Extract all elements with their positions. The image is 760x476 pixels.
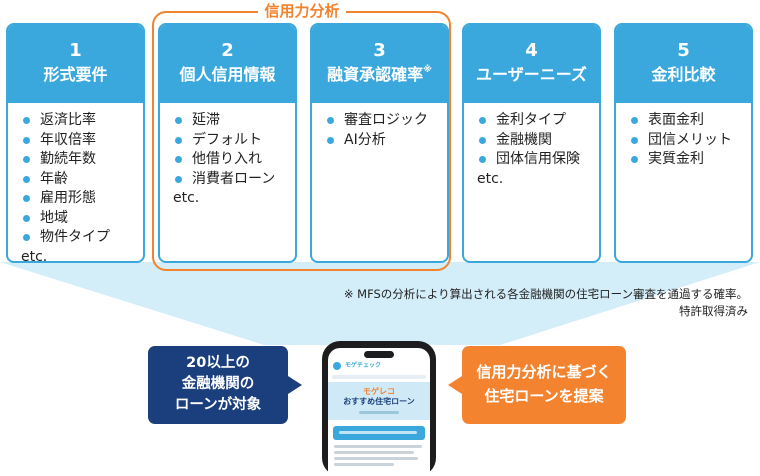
card-title: 形式要件	[43, 65, 108, 84]
hero-banner: モゲレコ おすすめ住宅ローン	[328, 382, 430, 420]
list-item: 年齢	[20, 170, 139, 190]
body-text-line	[334, 451, 414, 454]
patent-note: 特許取得済み	[679, 304, 748, 318]
body-text-line	[334, 457, 418, 460]
list-item: AI分析	[324, 131, 443, 151]
card-user-needs: 4 ユーザーニーズ 金利タイプ 金融機関 団体信用保険 etc.	[462, 23, 601, 263]
card-formal-requirements: 1 形式要件 返済比率 年収倍率 勤続年数 年齢 雇用形態 地域 物件タイプ e…	[6, 23, 145, 263]
list-item: 物件タイプ	[20, 228, 139, 248]
card-header: 2 個人信用情報	[160, 25, 295, 103]
body-text-line	[334, 445, 422, 448]
phone-screen: モゲチェック モゲレコ おすすめ住宅ローン	[328, 348, 430, 476]
card-body: 審査ロジック AI分析	[312, 103, 447, 150]
body-text-line	[334, 463, 394, 466]
list-item: デフォルト	[172, 131, 291, 151]
list-item: 審査ロジック	[324, 111, 443, 131]
app-header: モゲチェック	[328, 360, 430, 372]
card-number: 5	[677, 40, 690, 61]
card-header: 1 形式要件	[8, 25, 143, 103]
list-item: 団信メリット	[628, 131, 747, 151]
list-item: 団体信用保険	[476, 150, 595, 170]
etc-text: etc.	[21, 248, 48, 263]
card-body: 延滞 デフォルト 他借り入れ 消費者ローン etc.	[160, 103, 295, 209]
smartphone-mockup: モゲチェック モゲレコ おすすめ住宅ローン	[322, 341, 436, 476]
card-title: 個人信用情報	[179, 65, 276, 84]
card-loan-approval-probability: 3 融資承認確率※ 審査ロジック AI分析	[310, 23, 449, 263]
footnote-line: ※ MFSの分析により算出される各金融機関の住宅ローン審査を通過する確率。	[343, 287, 748, 301]
card-header: 4 ユーザーニーズ	[464, 25, 599, 103]
card-body: 金利タイプ 金融機関 団体信用保険 etc.	[464, 103, 599, 189]
list-item: 延滞	[172, 111, 291, 131]
list-item: 返済比率	[20, 111, 139, 131]
content-banner	[333, 426, 425, 440]
list-item: 勤続年数	[20, 150, 139, 170]
list-item: 金融機関	[476, 131, 595, 151]
card-number: 1	[69, 40, 82, 61]
card-title: ユーザーニーズ	[476, 65, 587, 84]
card-title: 融資承認確率※	[327, 65, 432, 84]
app-logo-icon	[333, 362, 341, 370]
hero-date	[359, 411, 399, 414]
card-number: 2	[221, 40, 234, 61]
proposal-callout: 信用力分析に基づく 住宅ローンを提案	[448, 346, 626, 424]
list-item: 金利タイプ	[476, 111, 595, 131]
card-header: 3 融資承認確率※	[312, 25, 447, 103]
list-item: 消費者ローン	[172, 170, 291, 190]
card-title: 金利比較	[651, 65, 716, 84]
list-item: 年収倍率	[20, 131, 139, 151]
list-item: 実質金利	[628, 150, 747, 170]
list-item: 雇用形態	[20, 189, 139, 209]
list-item: 表面金利	[628, 111, 747, 131]
card-number: 4	[525, 40, 538, 61]
footnote-mark: ※	[423, 65, 432, 75]
etc-text: etc.	[477, 170, 504, 187]
list-item: 地域	[20, 209, 139, 229]
card-interest-rate-comparison: 5 金利比較 表面金利 団信メリット 実質金利	[614, 23, 753, 263]
etc-text: etc.	[173, 190, 200, 206]
breadcrumb	[332, 375, 426, 379]
footnote: ※ MFSの分析により算出される各金融機関の住宅ローン審査を通過する確率。 特許…	[344, 286, 748, 320]
app-name: モゲチェック	[345, 362, 382, 369]
lenders-callout: 20以上の 金融機関の ローンが対象	[148, 346, 302, 424]
card-number: 3	[373, 40, 386, 61]
card-body: 返済比率 年収倍率 勤続年数 年齢 雇用形態 地域 物件タイプ etc.	[8, 103, 143, 263]
hero-brand: モゲレコ	[363, 387, 395, 396]
card-personal-credit-info: 2 個人信用情報 延滞 デフォルト 他借り入れ 消費者ローン etc.	[158, 23, 297, 263]
credit-analysis-label: 信用力分析	[258, 1, 346, 21]
hero-title: おすすめ住宅ローン	[343, 397, 415, 406]
card-header: 5 金利比較	[616, 25, 751, 103]
phone-notch	[364, 351, 394, 358]
list-item: 他借り入れ	[172, 150, 291, 170]
card-body: 表面金利 団信メリット 実質金利	[616, 103, 751, 170]
